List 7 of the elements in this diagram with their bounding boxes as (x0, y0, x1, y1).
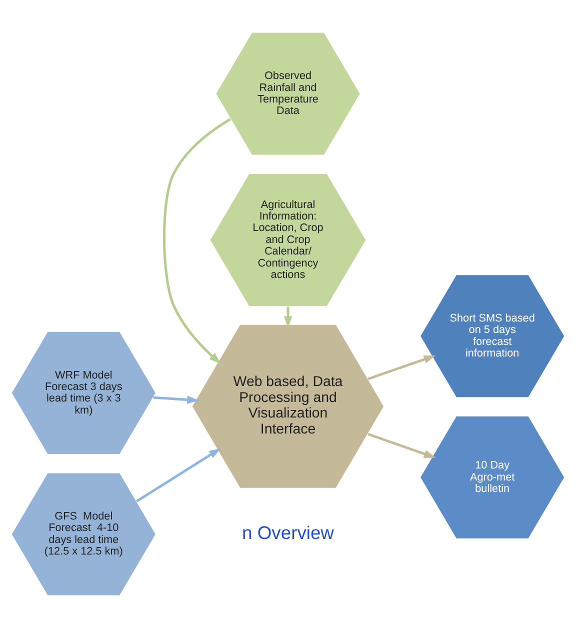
arrow (284, 306, 292, 328)
arrow (136, 448, 221, 502)
arrow (368, 354, 436, 380)
arrow (153, 395, 199, 404)
arrow (368, 432, 436, 458)
arrow (162, 118, 232, 364)
label: n Overview (242, 521, 334, 542)
